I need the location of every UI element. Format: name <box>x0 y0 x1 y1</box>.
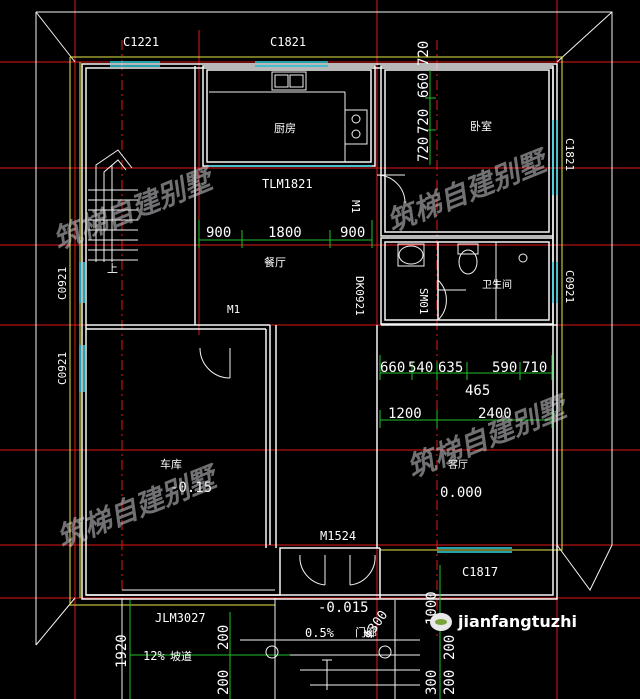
window-label-c0921-right: C0921 <box>563 270 576 303</box>
wechat-icon <box>430 612 452 631</box>
dimension-lines <box>129 70 553 699</box>
door-label-tlm1821: TLM1821 <box>262 177 313 191</box>
slope-porch: 0.5% <box>305 626 335 640</box>
door-label-m1-vertical: M1 <box>349 200 362 213</box>
windows <box>79 61 558 553</box>
elevation-porch: -0.015 <box>318 600 369 616</box>
badge-text: jianfangtuzhi <box>458 612 577 631</box>
dim-living-465: 465 <box>465 383 490 399</box>
elevation-garage: -0.15 <box>170 480 212 496</box>
dim-bedroom-720c: 720 <box>416 137 432 162</box>
kitchen-fixtures <box>209 71 368 162</box>
dim-living-590: 590 <box>492 360 517 376</box>
door-label-jlm3027: JLM3027 <box>155 611 206 625</box>
dim-dining-1800: 1800 <box>268 225 302 241</box>
room-label-bathroom: 卫生间 <box>482 278 512 291</box>
window-label-c1821-right: C1821 <box>563 138 576 171</box>
dim-living-660: 660 <box>380 360 405 376</box>
elevation-living: 0.000 <box>440 485 482 501</box>
wechat-badge: jianfangtuzhi <box>430 612 577 631</box>
window-label-c1821-top: C1821 <box>270 35 306 49</box>
dim-bottom-200a: 200 <box>216 625 232 650</box>
door-label-sm01: SM01 <box>417 288 430 315</box>
dim-bottom-200c: 200 <box>442 670 458 695</box>
dim-dining-900a: 900 <box>206 225 231 241</box>
slope-ramp: 12% <box>143 649 165 663</box>
dim-bottom-1920: 1920 <box>114 634 130 668</box>
dim-living-710: 710 <box>522 360 547 376</box>
dim-bedroom-660: 660 <box>416 73 432 98</box>
room-label-kitchen: 厨房 <box>274 122 296 135</box>
door-label-dk0921: DK0921 <box>353 276 366 316</box>
bathroom-fixtures <box>397 242 528 320</box>
window-label-c1221: C1221 <box>123 35 159 49</box>
room-label-porch: 门廊 <box>355 625 377 639</box>
dim-bottom-200b: 200 <box>216 670 232 695</box>
window-label-c0921-left-lower: C0921 <box>56 352 69 385</box>
dim-bedroom-720a: 720 <box>416 41 432 66</box>
door-swings <box>199 174 466 586</box>
door-label-m1524: M1524 <box>320 529 356 543</box>
dim-living-1200: 1200 <box>388 406 422 422</box>
room-label-bedroom: 卧室 <box>470 119 492 133</box>
room-label-dining: 餐厅 <box>264 255 286 269</box>
roof-outline <box>35 11 613 646</box>
axis-grid-dashed <box>121 40 438 640</box>
dim-bottom-300: 300 <box>424 670 440 695</box>
dim-living-2400: 2400 <box>478 406 512 422</box>
dim-bottom-200d: 200 <box>442 635 458 660</box>
porch-details <box>121 589 420 699</box>
dim-dining-900b: 900 <box>340 225 365 241</box>
room-label-stairs-up: 上 <box>107 262 118 275</box>
window-label-c1817: C1817 <box>462 565 498 579</box>
dim-living-635: 635 <box>438 360 463 376</box>
dim-living-540: 540 <box>408 360 433 376</box>
window-label-c0921-left-upper: C0921 <box>56 267 69 300</box>
door-label-m1-dining: M1 <box>227 303 240 316</box>
dim-bedroom-720b: 720 <box>416 109 432 134</box>
room-label-ramp: 坡道 <box>170 649 192 663</box>
room-label-garage: 车库 <box>160 457 182 471</box>
room-label-living: 客厅 <box>448 458 468 471</box>
staircase <box>88 149 138 262</box>
